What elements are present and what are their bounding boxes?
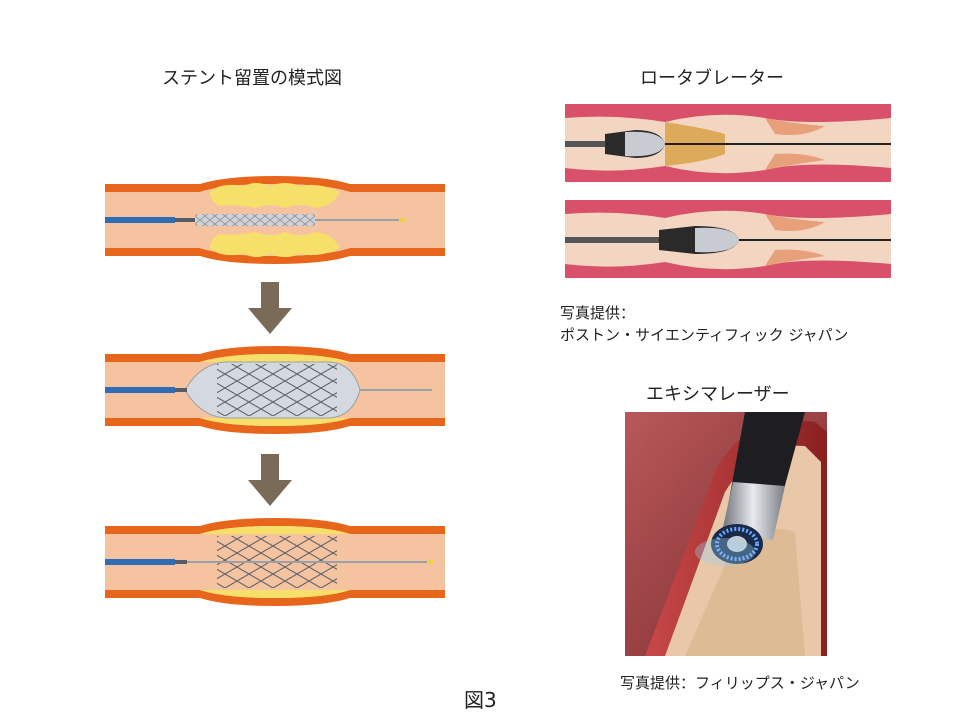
excimer-title: エキシマレーザー (646, 384, 790, 405)
rotablator-credit-line2: ポストン・サイエンティフィック ジャパン (560, 326, 849, 344)
excimer-credit: 写真提供：フィリップス・ジャパン (620, 674, 860, 692)
stent-stage-1 (105, 176, 445, 264)
figure-label: 図3 (464, 688, 497, 712)
rotablator-credit-line1: 写真提供： (560, 304, 636, 322)
down-arrow-2 (248, 454, 292, 506)
stent-title: ステント留置の模式図 (162, 68, 342, 89)
rotablator-title: ロータブレーター (640, 68, 784, 89)
excimer-image (625, 412, 827, 656)
down-arrow-1 (248, 282, 292, 334)
rotablator-image-1 (565, 104, 891, 182)
stent-stage-2 (105, 346, 445, 434)
rotablator-image-2 (565, 200, 891, 278)
stent-stage-3 (105, 518, 445, 606)
